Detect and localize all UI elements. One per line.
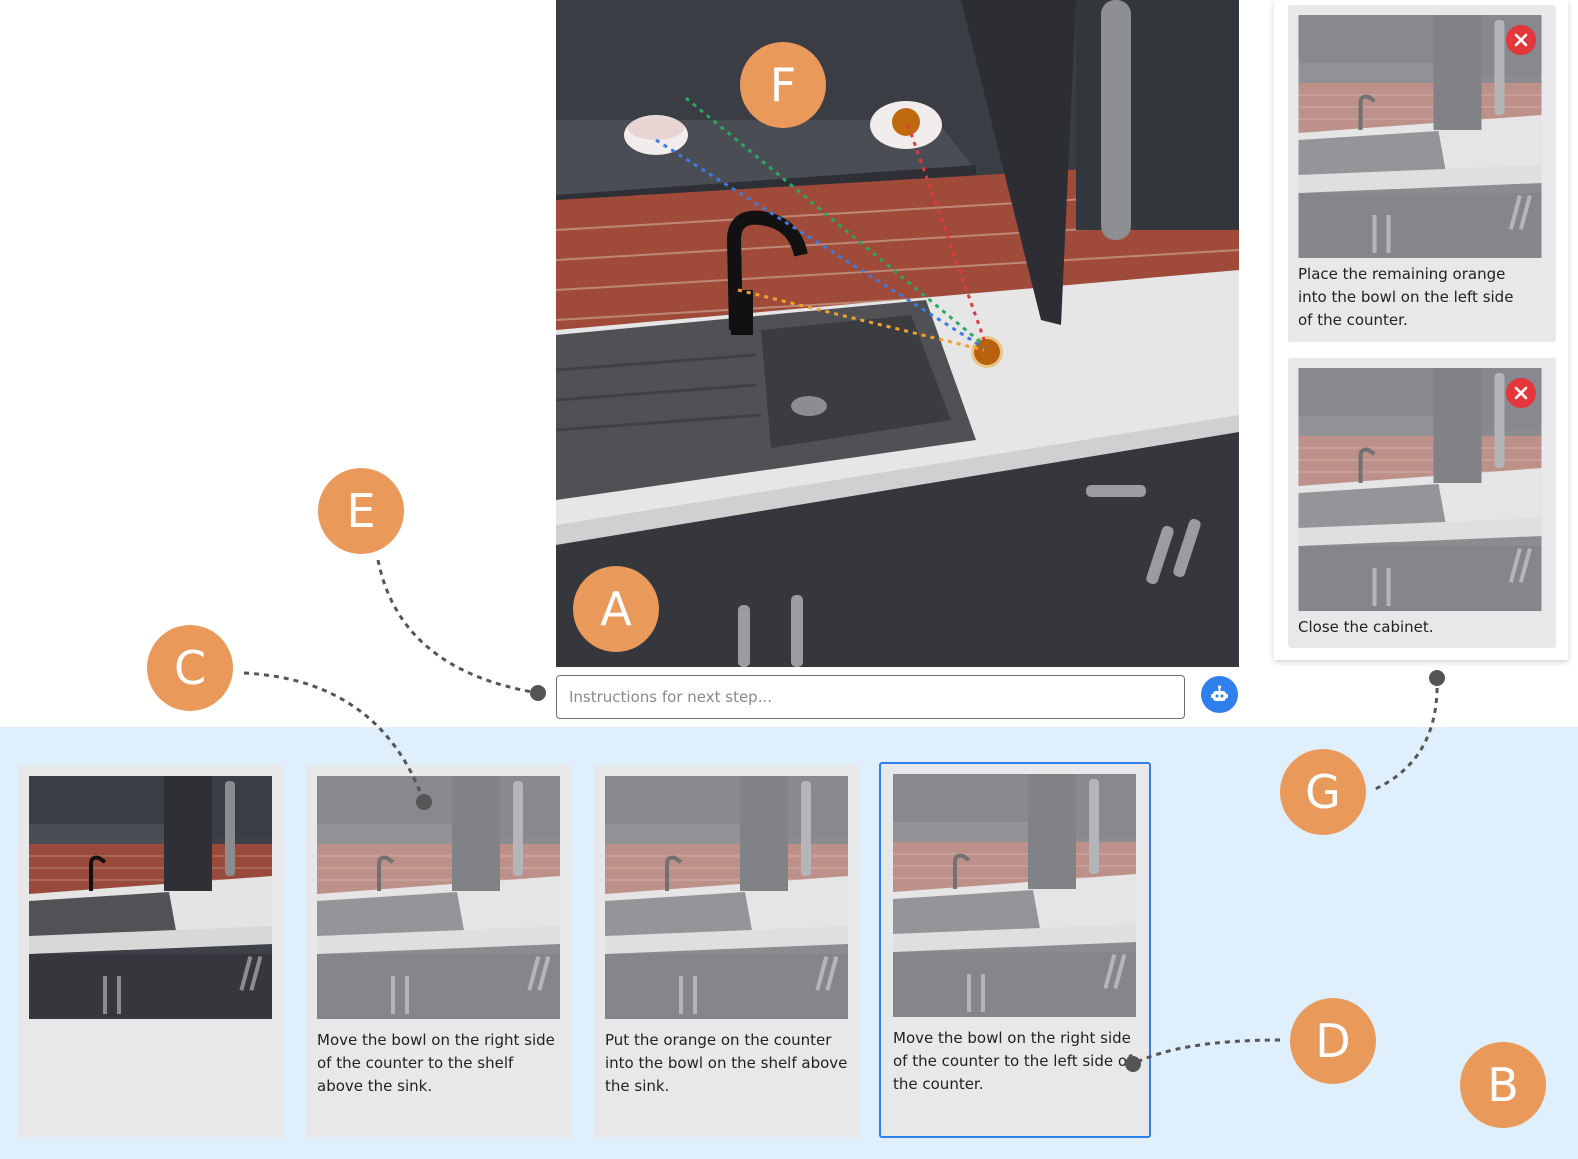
suggestion-text: Close the cabinet. — [1298, 618, 1434, 636]
history-step-card[interactable]: Put the orange on the counter into the b… — [594, 765, 860, 1137]
kitchen-scene — [556, 0, 1239, 667]
remove-suggestion-button[interactable] — [1506, 378, 1536, 408]
submit-instruction-button[interactable] — [1201, 676, 1238, 713]
history-step-text: Put the orange on the counter into the b… — [605, 1031, 848, 1095]
history-step-text: Move the bowl on the right side of the c… — [317, 1031, 555, 1095]
suggestions-panel: Place the remaining orange into the bowl… — [1274, 0, 1568, 660]
callout-e: E — [318, 468, 404, 554]
callout-a: A — [573, 566, 659, 652]
remove-suggestion-button[interactable] — [1506, 25, 1536, 55]
suggestion-text: Place the remaining orange into the bowl… — [1298, 265, 1514, 329]
history-step-card[interactable] — [18, 765, 284, 1137]
suggestion-thumbnail — [1298, 15, 1542, 258]
suggestion-card[interactable]: Place the remaining orange into the bowl… — [1288, 5, 1556, 342]
history-thumbnail — [317, 776, 560, 1019]
callout-f: F — [740, 42, 826, 128]
close-icon — [1514, 33, 1528, 47]
history-thumbnail — [605, 776, 848, 1019]
history-step-card[interactable]: Move the bowl on the right side of the c… — [306, 765, 572, 1137]
callout-g: G — [1280, 749, 1366, 835]
robot-icon — [1211, 685, 1228, 701]
history-thumbnail — [893, 774, 1136, 1017]
suggestion-card[interactable]: Close the cabinet. — [1288, 358, 1556, 648]
simulation-view[interactable] — [556, 0, 1239, 667]
callout-b: B — [1460, 1042, 1546, 1128]
history-step-card-selected[interactable]: Move the bowl on the right side of the c… — [879, 762, 1151, 1138]
callout-d: D — [1290, 998, 1376, 1084]
history-step-text: Move the bowl on the right side of the c… — [893, 1029, 1133, 1093]
close-icon — [1514, 386, 1528, 400]
history-thumbnail — [29, 776, 272, 1019]
instruction-input[interactable] — [556, 675, 1185, 719]
callout-c: C — [147, 625, 233, 711]
suggestion-thumbnail — [1298, 368, 1542, 611]
